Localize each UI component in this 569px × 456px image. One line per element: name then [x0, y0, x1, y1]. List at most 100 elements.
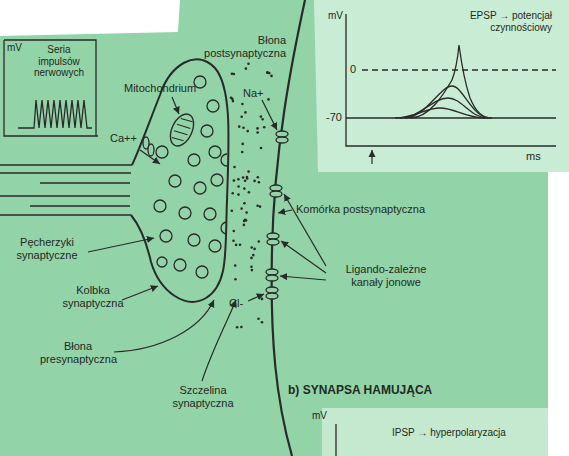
transmitter-dot: [239, 244, 242, 247]
transmitter-dot: [253, 248, 256, 251]
part-label: Błona presynaptyczna: [40, 340, 116, 365]
transmitter-dot: [244, 111, 247, 114]
part-label: Komórka postsynaptyczna: [296, 203, 425, 216]
transmitter-dot: [267, 98, 270, 101]
transmitter-dot: [252, 254, 255, 257]
transmitter-dot: [234, 264, 237, 267]
transmitter-dot: [243, 187, 246, 190]
transmitter-dot: [258, 240, 261, 243]
transmitter-dot: [257, 176, 260, 179]
transmitter-dot: [242, 126, 245, 129]
axis-unit: ms: [526, 150, 541, 163]
transmitter-dot: [242, 176, 245, 179]
synaptic-bulb: [131, 59, 229, 301]
axis-unit: mV: [328, 10, 343, 22]
graph-title: EPSP → potencjał czynnościowy: [432, 10, 552, 33]
transmitter-dot: [244, 219, 247, 222]
transmitter-dot: [260, 115, 263, 118]
part-label: Mitochondrium: [124, 82, 196, 95]
transmitter-dot: [263, 126, 266, 129]
axon: [0, 165, 132, 215]
transmitter-dot: [257, 318, 260, 321]
axis-value: 0: [350, 63, 356, 76]
part-label: Kolbka synaptyczna: [58, 284, 128, 309]
ion-label: Na+: [243, 87, 264, 100]
transmitter-dot: [238, 125, 241, 128]
transmitter-dot: [245, 67, 248, 70]
transmitter-dot: [248, 191, 251, 194]
transmitter-dot: [236, 326, 239, 329]
transmitter-dot: [247, 170, 250, 173]
graph-panel: [314, 0, 569, 172]
transmitter-dot: [253, 180, 256, 183]
transmitter-dot: [240, 326, 243, 329]
transmitter-dot: [231, 192, 234, 195]
transmitter-dot: [240, 207, 243, 210]
transmitter-dot: [241, 143, 244, 146]
graph-title: Seria impulsów nerwowych: [26, 44, 92, 79]
transmitter-dot: [250, 257, 253, 260]
transmitter-dot: [237, 178, 240, 181]
transmitter-dot: [234, 278, 237, 281]
transmitter-dot: [243, 224, 246, 227]
transmitter-dot: [240, 116, 243, 119]
impulse-graph: [4, 40, 98, 136]
axis-unit: mV: [7, 42, 22, 54]
transmitter-dot: [233, 179, 236, 182]
transmitter-dot: [241, 151, 244, 154]
transmitter-dot: [244, 179, 247, 182]
transmitter-dot: [256, 205, 259, 208]
transmitter-dot: [256, 131, 259, 134]
axis-unit: mV: [312, 410, 327, 422]
transmitter-dot: [259, 205, 262, 208]
transmitter-dot: [251, 269, 254, 272]
transmitter-dot: [250, 246, 253, 249]
ion-arrow: [140, 150, 160, 164]
transmitter-dot: [232, 100, 235, 103]
transmitter-dot: [245, 219, 248, 222]
stimulus-arrow: [371, 150, 372, 164]
ion-channels: [266, 131, 288, 299]
synaptic-vesicles: [154, 76, 227, 278]
transmitter-dot: [258, 181, 261, 184]
ion-label: Cl-: [229, 297, 243, 310]
transmitter-dot: [231, 210, 234, 213]
part-label: Ligando-zależne kanały jonowe: [330, 263, 442, 288]
panel-title: b) SYNAPSA HAMUJĄCA: [288, 384, 432, 398]
epsp-graph: [346, 14, 556, 146]
transmitter-dot: [270, 75, 273, 78]
transmitter-dot: [235, 244, 238, 247]
transmitter-dot: [261, 118, 264, 121]
transmitter-dot: [232, 239, 235, 242]
transmitter-dot: [243, 202, 246, 205]
axis-value: -70: [326, 111, 342, 124]
transmitter-dot: [266, 71, 269, 74]
transmitter-dot: [233, 166, 236, 169]
photo-edge: [548, 172, 569, 456]
part-label: Błona postsynaptyczna: [196, 34, 286, 59]
transmitter-dot: [233, 73, 236, 76]
transmitter-dot: [241, 103, 244, 106]
graph-panel: [322, 408, 548, 456]
transmitter-dot: [233, 230, 236, 233]
ion-label: Ca++: [110, 132, 137, 145]
transmitter-dot: [246, 176, 249, 179]
transmitter-dot: [261, 298, 264, 301]
transmitter-dot: [261, 321, 264, 324]
transmitter-dot: [250, 265, 253, 268]
transmitter-dot: [247, 63, 250, 66]
graph-title: IPSP → hyperpolaryzacja: [392, 427, 506, 439]
mitochondrion: [166, 110, 198, 149]
transmitter-dot: [260, 147, 263, 150]
transmitter-dot: [237, 193, 240, 196]
transmitter-dot: [256, 127, 259, 130]
part-label: Szczelina synaptyczna: [164, 384, 242, 409]
transmitter-dot: [230, 96, 233, 99]
transmitter-dot: [245, 211, 248, 214]
part-label: Pęcherzyki synaptyczne: [6, 236, 88, 261]
leader-lines: [88, 97, 326, 381]
transmitter-dot: [237, 185, 240, 188]
ipsp-axis: [335, 424, 336, 456]
